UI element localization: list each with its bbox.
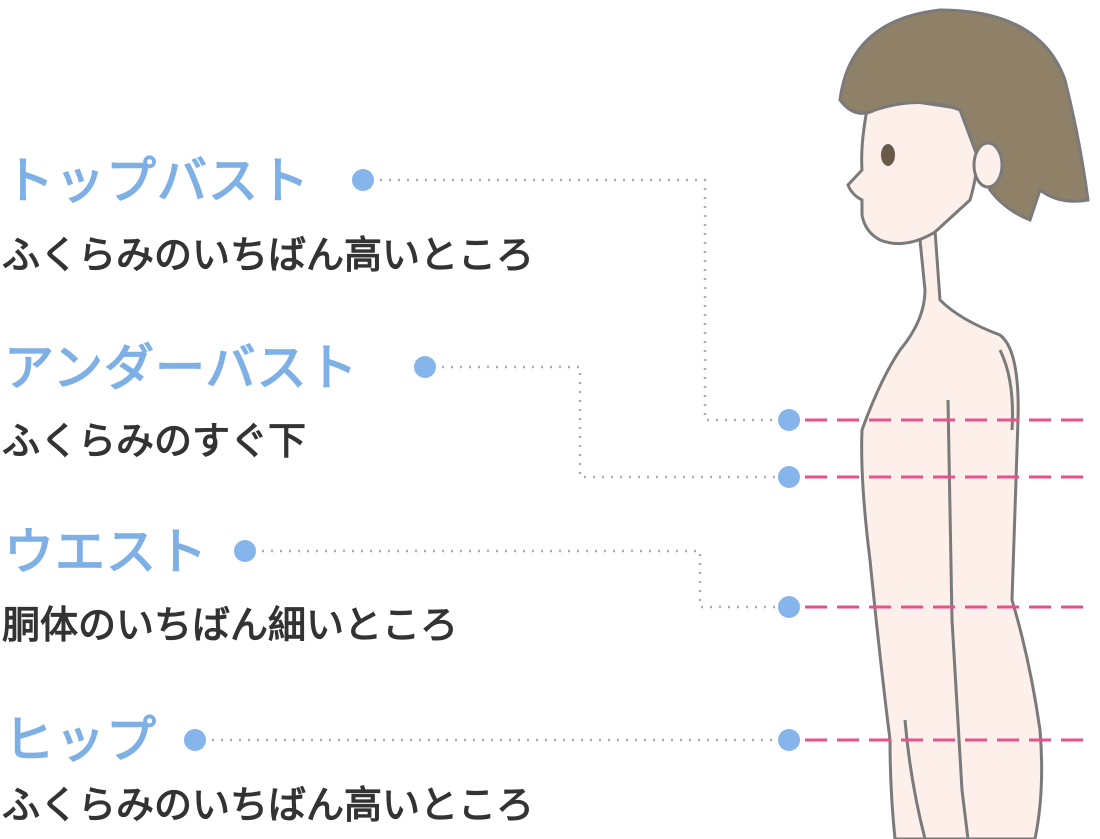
label-waist: ウエスト <box>4 523 208 581</box>
label-hip: ヒップ <box>4 711 157 769</box>
measure-lines <box>805 418 1090 742</box>
guide-lines <box>212 178 775 742</box>
girl-head <box>838 8 1090 246</box>
desc-under-bust: ふくらみのすぐ下 <box>2 419 307 463</box>
label-under-bust: アンダーバスト <box>4 339 359 397</box>
marker-dot <box>352 169 374 191</box>
markers <box>184 169 800 751</box>
desc-waist: 胴体のいちばん細いところ <box>2 603 459 647</box>
desc-top-bust: ふくらみのいちばん高いところ <box>2 233 535 277</box>
marker-dot <box>778 466 800 488</box>
marker-dot <box>414 356 436 378</box>
marker-dot <box>184 729 206 751</box>
marker-dot <box>778 409 800 431</box>
marker-dot <box>778 596 800 618</box>
guide-top-bust <box>380 178 775 422</box>
guide-under-bust <box>442 365 775 479</box>
marker-dot <box>234 540 256 562</box>
desc-hip: ふくらみのいちばん高いところ <box>2 783 535 827</box>
guide-waist <box>262 549 775 609</box>
girl-figure <box>860 227 1044 839</box>
marker-dot <box>778 729 800 751</box>
label-top-bust: トップバスト <box>4 152 310 210</box>
